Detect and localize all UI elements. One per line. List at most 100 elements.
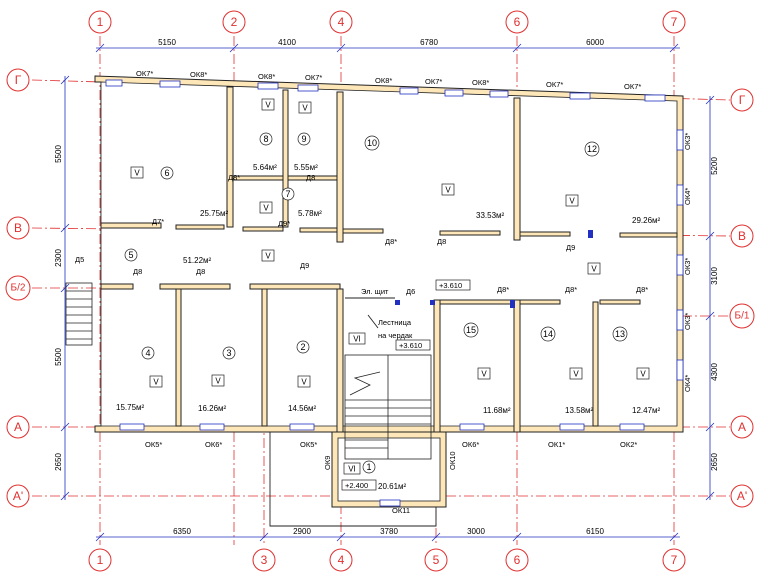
svg-text:А: А — [738, 420, 746, 434]
svg-text:V: V — [263, 204, 269, 213]
svg-text:ОК6*: ОК6* — [205, 440, 222, 449]
svg-text:6: 6 — [514, 15, 521, 29]
svg-text:VI: VI — [353, 335, 361, 344]
window-labels-bottom: ОК5* ОК6* ОК5* ОК6* ОК1* ОК2* — [145, 440, 637, 449]
svg-text:4300: 4300 — [710, 363, 719, 381]
svg-text:Б/2: Б/2 — [11, 283, 26, 294]
svg-text:6: 6 — [514, 553, 521, 567]
svg-text:14: 14 — [543, 329, 553, 339]
svg-text:А': А' — [737, 489, 747, 503]
tag-v: V — [569, 367, 583, 380]
axis-bubbles-bottom: 1 3 4 5 6 7 — [88, 548, 686, 572]
svg-text:ОК10: ОК10 — [448, 451, 457, 470]
svg-text:Д8*: Д8* — [565, 285, 577, 294]
tag-v: V — [636, 367, 650, 380]
axis-bubble-top-6: 6 — [505, 10, 529, 34]
svg-text:3000: 3000 — [467, 527, 485, 536]
svg-text:11.68м²: 11.68м² — [483, 406, 511, 415]
stairs-left — [65, 282, 93, 346]
tag-v: V — [149, 375, 163, 388]
svg-text:ОК1*: ОК1* — [548, 440, 565, 449]
room-number-12: 12 — [584, 141, 600, 157]
tag-vi: VI — [343, 462, 361, 475]
svg-text:2: 2 — [300, 342, 305, 352]
svg-text:5500: 5500 — [54, 145, 63, 163]
level-mark-3: +2.400 — [341, 479, 377, 491]
svg-text:ОК4*: ОК4* — [683, 375, 692, 392]
svg-text:7: 7 — [671, 15, 678, 29]
room-number-4: 4 — [141, 346, 155, 360]
svg-text:4: 4 — [338, 15, 345, 29]
svg-text:+3.610: +3.610 — [439, 281, 462, 290]
svg-text:13: 13 — [615, 329, 625, 339]
room-number-10: 10 — [364, 135, 380, 151]
svg-text:ОК3*: ОК3* — [683, 258, 692, 275]
svg-text:VI: VI — [348, 465, 356, 474]
tag-v: V — [261, 249, 275, 262]
svg-text:20.61м²: 20.61м² — [378, 482, 407, 491]
svg-text:2300: 2300 — [54, 249, 63, 267]
svg-text:1: 1 — [366, 462, 371, 472]
svg-text:8: 8 — [263, 134, 268, 144]
tag-v: V — [565, 194, 579, 207]
svg-text:2: 2 — [231, 15, 238, 29]
svg-text:2650: 2650 — [54, 453, 63, 471]
axis-bubbles-right: Г В Б/1 А А' — [729, 88, 755, 508]
room-number-5: 5 — [124, 248, 138, 262]
svg-text:+3.610: +3.610 — [399, 341, 422, 350]
axis-bubbles-top: 1 2 4 6 7 — [88, 10, 686, 34]
svg-text:5: 5 — [128, 250, 133, 260]
attic-stair-label-1: Лестница — [378, 318, 412, 327]
svg-text:Д5: Д5 — [75, 255, 84, 264]
svg-text:ОК11: ОК11 — [392, 506, 410, 515]
svg-text:Д7*: Д7* — [152, 217, 164, 226]
svg-text:V: V — [569, 197, 575, 206]
tag-v: V — [259, 201, 273, 214]
svg-text:Д9*: Д9* — [278, 219, 290, 228]
svg-text:ОК6*: ОК6* — [462, 440, 479, 449]
dimension-left: 5500 2300 5500 2650 — [54, 75, 70, 501]
room-number-14: 14 — [540, 326, 556, 342]
svg-text:ОК7*: ОК7* — [136, 69, 153, 78]
svg-text:Д9: Д9 — [300, 261, 309, 270]
svg-text:V: V — [153, 378, 159, 387]
axis-bubble-bottom-7: 7 — [662, 548, 686, 572]
svg-text:10: 10 — [367, 138, 377, 148]
axis-bubble-left-B2: Б/2 — [5, 275, 31, 301]
svg-text:7: 7 — [671, 553, 678, 567]
svg-text:Д8*: Д8* — [228, 173, 240, 182]
svg-text:V: V — [302, 104, 308, 113]
axis-bubble-left-A: А — [6, 415, 30, 439]
attic-stair-label-2: на чердак — [378, 331, 413, 340]
svg-text:6000: 6000 — [586, 38, 604, 47]
svg-text:ОК7*: ОК7* — [305, 73, 322, 82]
room-number-3: 3 — [222, 346, 236, 360]
annotations: Эл. щит Лестница на чердак +3.610 +3.610… — [341, 279, 471, 491]
axis-bubble-right-A1: А' — [730, 484, 754, 508]
svg-text:ОК3*: ОК3* — [683, 133, 692, 150]
svg-text:ОК7*: ОК7* — [425, 77, 442, 86]
space-tags: V V V V V V V V V V V V V V VI VI — [130, 98, 650, 475]
svg-text:2650: 2650 — [710, 453, 719, 471]
svg-text:5.55м²: 5.55м² — [294, 163, 318, 172]
dimension-top: 5150 4100 6780 6000 — [95, 38, 680, 53]
svg-text:В: В — [738, 229, 746, 243]
room-number-6: 6 — [160, 166, 174, 180]
svg-text:7: 7 — [285, 189, 290, 199]
axis-bubble-left-A1: А' — [6, 484, 30, 508]
room-number-15: 15 — [463, 322, 479, 338]
svg-text:5.64м²: 5.64м² — [253, 163, 277, 172]
svg-text:V: V — [301, 378, 307, 387]
svg-text:3: 3 — [226, 348, 231, 358]
room-number-2: 2 — [296, 340, 310, 354]
svg-text:Б/1: Б/1 — [735, 311, 750, 322]
stairs-main — [344, 354, 432, 460]
svg-text:ОК4*: ОК4* — [683, 188, 692, 205]
svg-text:15.75м²: 15.75м² — [116, 403, 145, 412]
svg-text:Д6: Д6 — [406, 287, 415, 296]
svg-text:В: В — [14, 221, 22, 235]
tag-v: V — [297, 375, 311, 388]
axis-bubble-bottom-6: 6 — [505, 548, 529, 572]
svg-text:ОК5*: ОК5* — [145, 440, 162, 449]
